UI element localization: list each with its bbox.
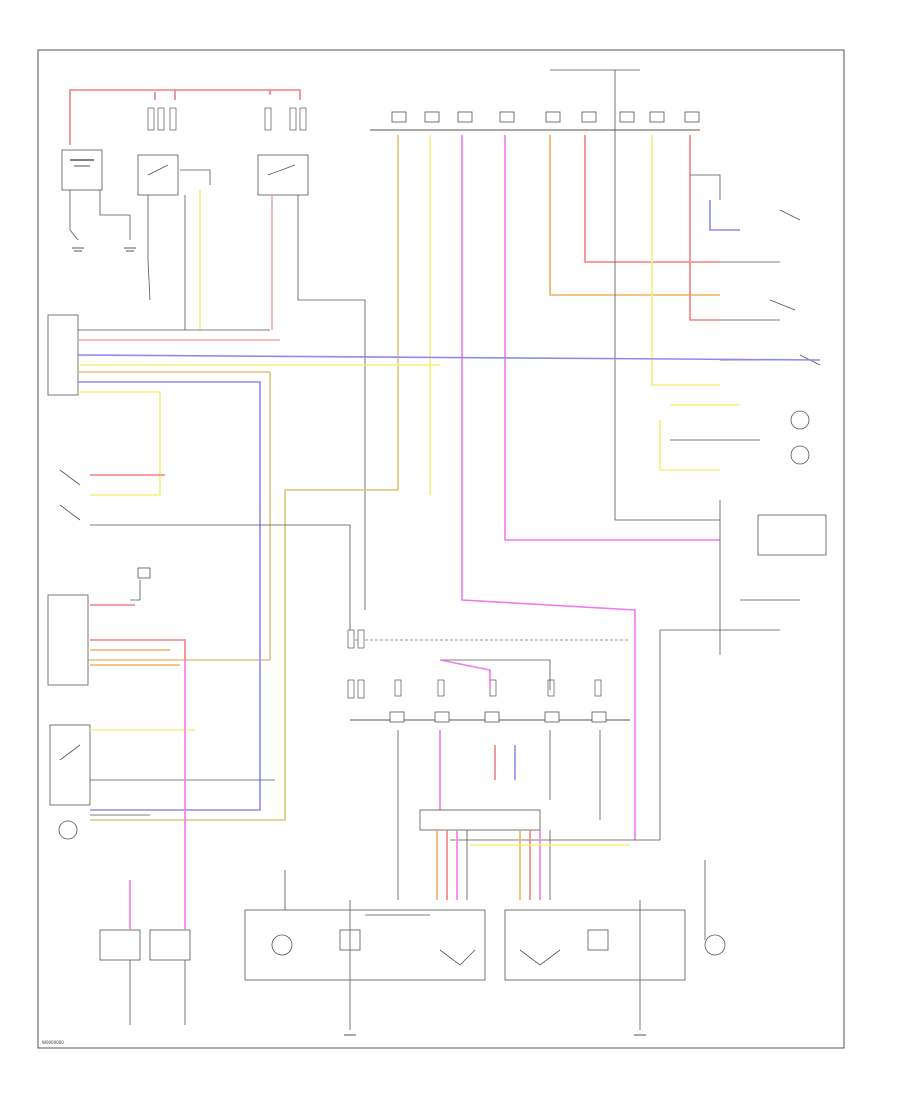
lamp-icon	[58, 820, 78, 840]
fuse-icon	[389, 711, 607, 723]
relay-icon	[137, 154, 309, 196]
ground-icon	[72, 247, 136, 252]
lamp-icon	[790, 410, 810, 465]
top-fuse-row	[90, 69, 740, 840]
bottom-section	[99, 809, 726, 1036]
footer-code: W0000000	[42, 1040, 64, 1045]
lamp-icon	[587, 929, 726, 956]
relay-icon	[757, 514, 827, 556]
fuse-icon	[137, 567, 151, 579]
battery-section	[61, 89, 366, 610]
connector-icon	[147, 107, 307, 131]
left-harness	[47, 314, 821, 811]
diagram-frame	[37, 49, 845, 1049]
headlamp-switch	[49, 660, 275, 850]
right-switch-section	[450, 209, 827, 841]
lamp-icon	[99, 929, 191, 961]
left-switch-cluster	[47, 469, 351, 686]
battery-icon	[61, 149, 103, 191]
center-fuse-row	[347, 629, 630, 900]
switch-icon	[769, 209, 821, 366]
fuse-icon	[391, 111, 700, 123]
